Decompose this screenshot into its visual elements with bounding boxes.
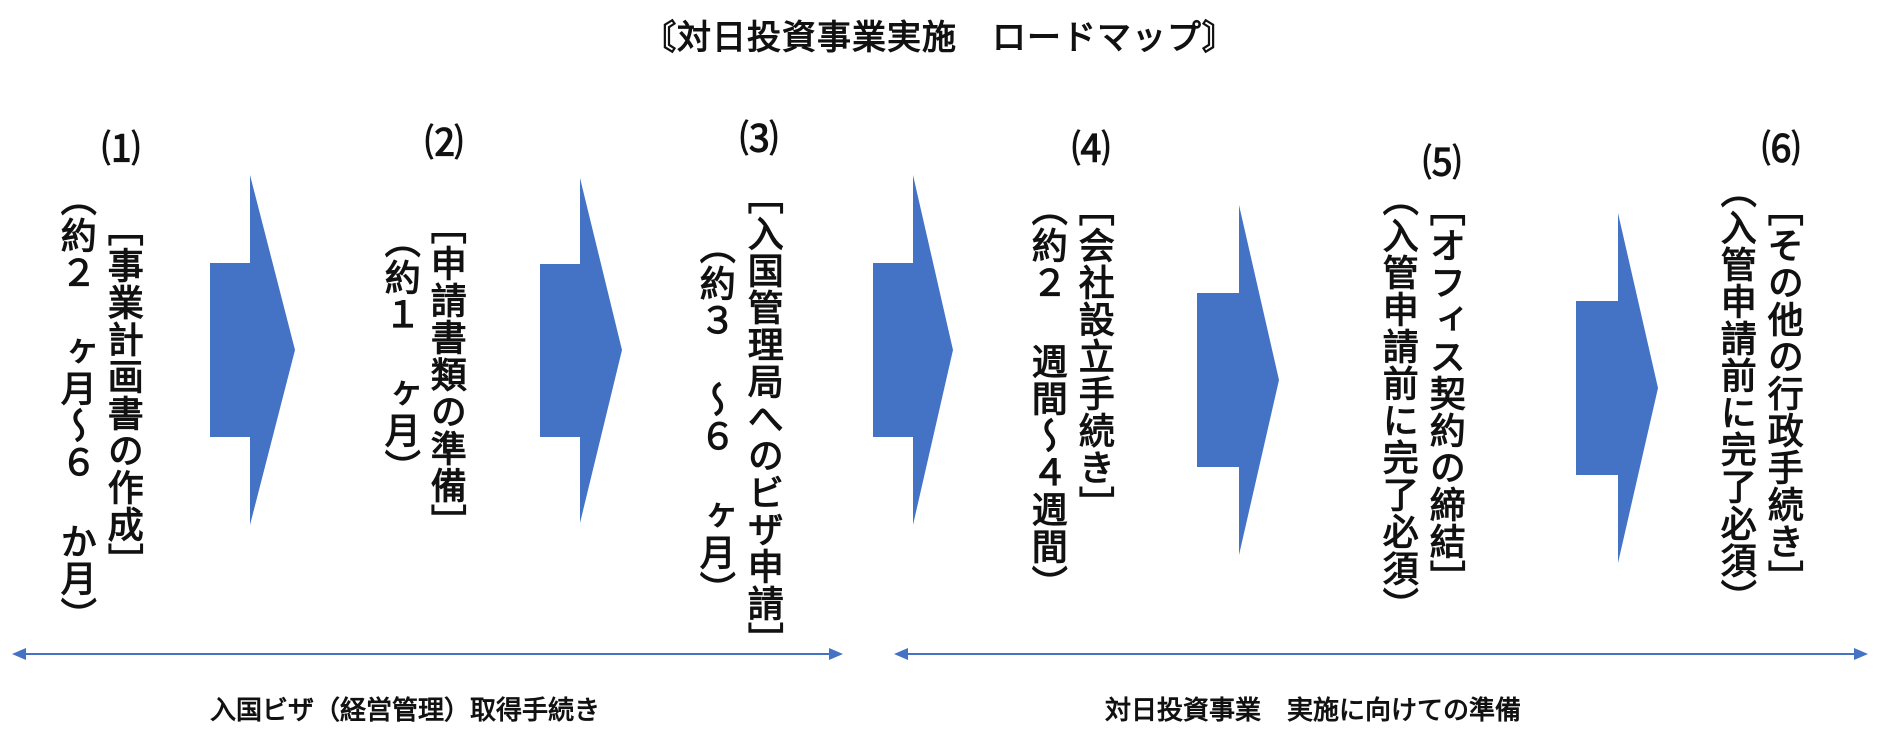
phase-1-label: 入国ビザ（経営管理）取得手続き	[210, 696, 601, 726]
step-6-name: ［その他の行政手続き］	[1761, 190, 1803, 597]
step-1-number: ⑴	[102, 127, 141, 171]
phase-2-span-line	[894, 648, 1868, 660]
step-5-number: ⑸	[1423, 141, 1462, 185]
arrow-step-1-to-2	[210, 175, 295, 525]
phase-span-lines	[12, 648, 1868, 660]
arrow-step-2-to-3	[540, 178, 622, 523]
step-6-duration: （入管申請前に完了必須）	[1714, 172, 1756, 616]
step-4-name: ［会社設立手続き］	[1072, 190, 1114, 523]
step-1-duration: （約２ ヶ月～６ か月）	[54, 180, 96, 634]
phase-2-label: 対日投資事業 実施に向けての準備	[1105, 696, 1522, 726]
step-3-number: ⑶	[740, 117, 779, 161]
phase-1-span-line	[12, 648, 843, 660]
step-3-duration: （約３ ～６ ヶ月）	[693, 228, 735, 608]
step-3-name: ［入国管理局へのビザ申請］	[741, 178, 783, 659]
step-6-number: ⑹	[1762, 127, 1801, 171]
step-4-duration: （約２ 週間～４週間）	[1025, 190, 1067, 602]
step-1-name: ［事業計画書の作成］	[101, 210, 143, 580]
step-5-name: ［オフィス契約の締結］	[1423, 190, 1465, 597]
step-4-number: ⑷	[1072, 127, 1111, 171]
step-2-number: ⑵	[425, 121, 464, 165]
arrow-step-3-to-4	[873, 175, 953, 525]
step-5-duration: （入管申請前に完了必須）	[1376, 180, 1418, 624]
arrow-step-4-to-5	[1197, 205, 1279, 555]
diagram-title: 〘対日投資事業実施 ロードマップ〙	[642, 18, 1237, 58]
arrow-step-5-to-6	[1576, 213, 1658, 563]
step-2-duration: （約１ ヶ月）	[378, 222, 420, 486]
step-2-name: ［申請書類の準備］	[424, 208, 466, 541]
